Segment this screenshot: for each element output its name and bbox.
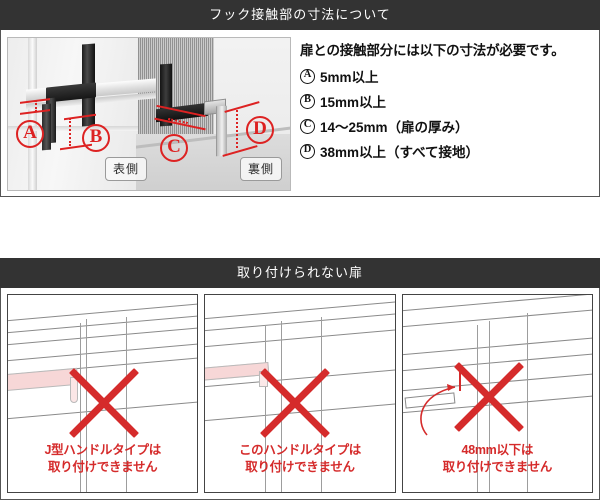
back-hook-tail-plate — [216, 105, 227, 157]
section-2-body: J型ハンドルタイプは 取り付けできません — [0, 288, 600, 500]
annotation-circle-d: D — [246, 116, 274, 144]
prohibition-x-mark — [443, 351, 535, 443]
cabinet-edge — [321, 317, 323, 492]
cabinet-edge — [488, 321, 490, 492]
dimension-tick-a — [35, 100, 37, 112]
section-1-header: フック接触部の寸法について — [0, 0, 600, 30]
cabinet-edge — [80, 323, 81, 492]
spec-text-c: 14〜25mm（扉の厚み） — [320, 120, 469, 135]
section-incompatible-doors: 取り付けられない扉 J型ハンドルタイプは 取 — [0, 258, 600, 500]
cabinet-line — [402, 295, 592, 312]
gap-dimension-dots — [458, 367, 461, 391]
incompatible-panel-small-gap: 48mm以下は 取り付けできません — [401, 294, 593, 493]
cabinet-edge — [86, 319, 87, 492]
spec-row-b: B 15mm以上 — [300, 91, 593, 111]
annotation-circle-a: A — [16, 120, 44, 148]
back-side-tag: 裏側 — [239, 157, 282, 181]
prohibition-x-mark — [58, 357, 150, 449]
gap-callout-arrow-icon — [419, 384, 455, 436]
panel-2-caption: このハンドルタイプは 取り付けできません — [205, 442, 394, 476]
spec-mark-b: B — [300, 93, 315, 109]
cabinet-edge — [281, 321, 283, 492]
cabinet-line — [402, 306, 592, 328]
dimension-spec-list: 扉との接触部分には以下の寸法が必要です。 A 5mm以上 B 15mm以上 C … — [291, 37, 593, 190]
cabinet-line — [205, 299, 395, 320]
spec-mark-a: A — [300, 68, 315, 84]
spec-row-c: C 14〜25mm（扉の厚み） — [300, 116, 593, 136]
spec-mark-d: D — [300, 143, 315, 159]
panel-1-caption-line-2: 取り付けできません — [47, 460, 158, 474]
section-2-header: 取り付けられない扉 — [0, 258, 600, 288]
dimension-tick-d — [236, 110, 238, 148]
panel-1-caption-line-1: J型ハンドルタイプは — [44, 443, 161, 457]
panel-3-caption-line-1: 48mm以下は — [461, 443, 534, 457]
spec-text-a: 5mm以上 — [320, 70, 379, 85]
front-side-tag: 表側 — [105, 157, 148, 181]
cabinet-line — [205, 327, 395, 348]
spec-text-b: 15mm以上 — [320, 95, 387, 110]
dimension-tick-b — [69, 118, 71, 146]
cabinet-edge — [265, 325, 267, 492]
section-1-body: A B C D 表側 裏側 扉との接 — [0, 30, 600, 197]
spec-mark-c: C — [300, 118, 315, 134]
dimension-line-d-upper — [224, 101, 260, 113]
hook-photo-diagram: A B C D 表側 裏側 — [7, 37, 291, 191]
spec-text-d: 38mm以上（すべて接地） — [320, 145, 480, 160]
cabinet-edge — [526, 313, 528, 492]
section-hook-dimensions: フック接触部の寸法について — [0, 0, 600, 197]
panel-1-caption: J型ハンドルタイプは 取り付けできません — [8, 442, 197, 476]
annotation-circle-b: B — [82, 124, 110, 152]
cabinet-edge — [126, 317, 127, 492]
incompatible-panel-flat-handle: このハンドルタイプは 取り付けできません — [204, 294, 396, 493]
annotation-circle-c: C — [160, 134, 188, 162]
panel-3-caption: 48mm以下は 取り付けできません — [403, 442, 592, 476]
prohibition-x-mark — [249, 357, 341, 449]
spec-row-d: D 38mm以上（すべて接地） — [300, 141, 593, 161]
panel-2-caption-line-1: このハンドルタイプは — [238, 443, 361, 457]
spec-intro-text: 扉との接触部分には以下の寸法が必要です。 — [300, 43, 565, 58]
panel-3-caption-line-2: 取り付けできません — [442, 460, 553, 474]
panel-2-caption-line-2: 取り付けできません — [245, 460, 355, 474]
incompatible-panel-j-handle: J型ハンドルタイプは 取り付けできません — [7, 294, 199, 493]
spec-row-a: A 5mm以上 — [300, 66, 593, 86]
